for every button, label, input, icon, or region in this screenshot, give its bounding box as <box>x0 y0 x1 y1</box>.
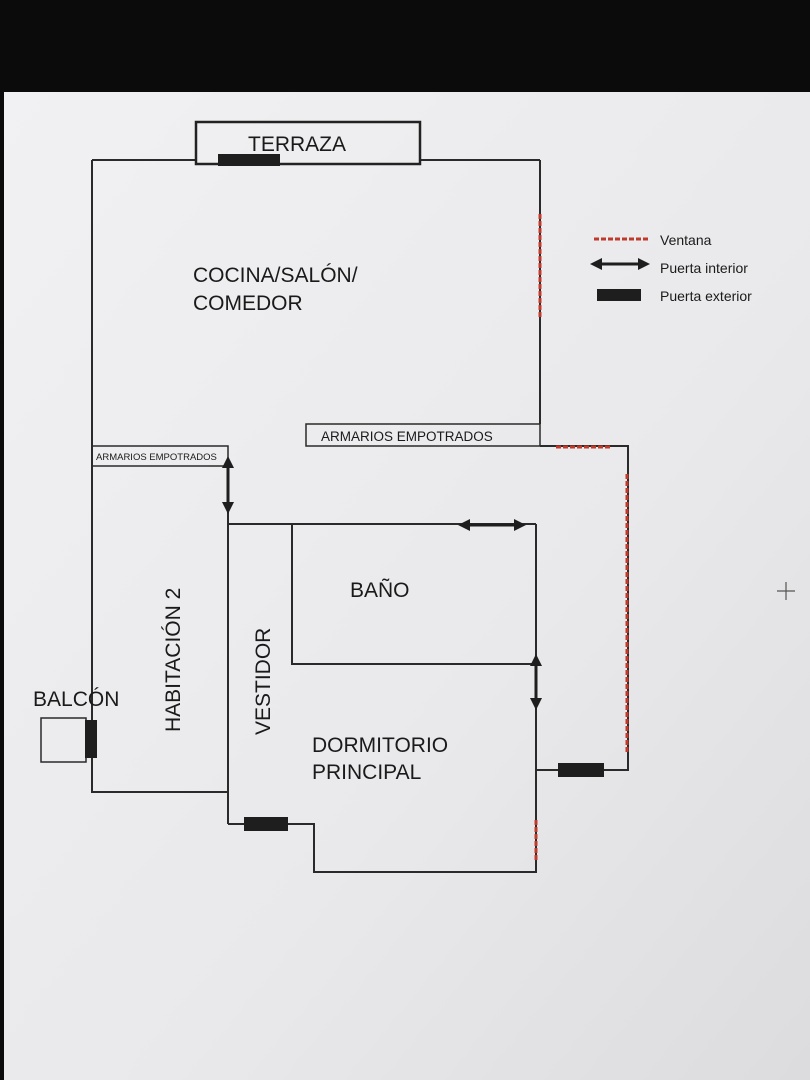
crosshair-cursor-icon <box>777 582 795 600</box>
label-cocina-line1: COCINA/SALÓN/ <box>193 264 358 287</box>
label-bano: BAÑO <box>350 578 410 602</box>
label-dormitorio-line1: DORMITORIO <box>312 734 448 757</box>
exterior-doors <box>85 154 604 831</box>
door-terraza <box>218 154 280 166</box>
door-vestidor <box>244 817 288 831</box>
label-cocina-line2: COMEDOR <box>193 292 303 315</box>
legend-puerta-interior: Puerta interior <box>660 260 748 276</box>
interior-doors <box>222 456 542 710</box>
label-armarios-small: ARMARIOS EMPOTRADOS <box>96 452 217 463</box>
legend-exterior-swatch <box>597 289 641 301</box>
legend-ventana: Ventana <box>660 232 712 248</box>
legend-puerta-exterior: Puerta exterior <box>660 288 752 304</box>
armarios-large-box <box>305 423 541 447</box>
door-balcon <box>85 720 97 758</box>
label-habitacion2: HABITACIÓN 2 <box>162 588 185 732</box>
label-terraza: TERRAZA <box>248 133 346 156</box>
label-balcon: BALCÓN <box>33 688 119 711</box>
label-vestidor: VESTIDOR <box>252 628 275 735</box>
label-dormitorio-line2: PRINCIPAL <box>312 761 421 784</box>
terraza-box <box>194 120 422 166</box>
label-armarios-large: ARMARIOS EMPOTRADOS <box>321 429 493 444</box>
windows <box>534 214 629 862</box>
legend: Ventana Puerta interior Puerta exterior <box>590 232 752 304</box>
paper-background <box>4 92 810 1080</box>
door-dormitorio <box>558 763 604 777</box>
